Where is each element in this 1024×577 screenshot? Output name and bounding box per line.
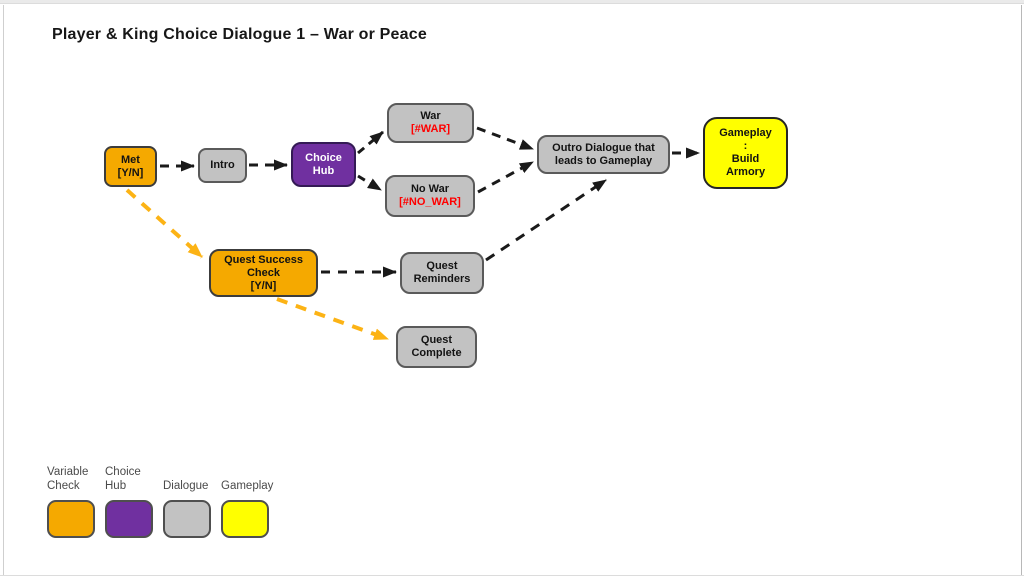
node-label: Outro Dialogue that [552,141,655,154]
node-label: Quest Success [224,253,303,266]
edge-quest-success-to-quest-complete [276,297,389,341]
legend-label-line: Variable [47,466,89,478]
node-label: War [420,110,441,122]
edge-no-war-to-outro [477,160,534,194]
node-label: Armory [725,166,766,178]
legend-label-line: Check [47,480,80,492]
node-label: Gameplay [719,127,772,139]
edge-choice-hub-to-no-war [357,174,382,192]
edge-met-to-quest-success [125,188,204,259]
legend-swatch-variable-check [47,500,95,538]
legend: Variable Check Choice Hub Dialogue Gamep… [47,462,274,538]
node-label: Build [731,153,760,165]
diagram-title: Player & King Choice Dialogue 1 – War or… [52,26,427,43]
node-label: Intro [210,159,235,171]
node-label: Hub [312,164,335,177]
legend-label-line: Hub [105,480,127,492]
legend-label: Choice Hub [105,462,153,493]
node-label: No War [410,183,450,195]
node-label: Quest [426,260,458,272]
node-outro-dialogue: Outro Dialogue that leads to Gameplay [537,135,670,174]
node-variable-tag: [#WAR] [410,123,451,135]
window-left-border [3,5,4,575]
node-no-war: No War [#NO_WAR] [385,175,475,217]
legend-item-dialogue: Dialogue [163,462,211,538]
node-label: Quest [420,334,453,346]
legend-item-gameplay: Gameplay [221,462,274,538]
node-variable-tag: [#NO_WAR] [399,196,461,208]
node-label: Met [121,153,140,166]
window-bottom-border [0,575,1024,576]
node-label: leads to Gameplay [554,154,653,167]
edge-war-to-outro [476,126,534,151]
window-top-strip [0,0,1024,4]
node-intro: Intro [198,148,247,183]
legend-swatch-dialogue [163,500,211,538]
legend-label: Gameplay [221,462,274,493]
node-choice-hub: Choice Hub [291,142,356,187]
edge-quest-reminders-to-outro [485,178,607,262]
legend-label: Dialogue [163,462,211,493]
legend-label: Variable Check [47,462,95,493]
node-gameplay-build-armory: Gameplay : Build Armory [703,117,788,189]
legend-label-line: Gameplay [221,480,274,492]
edge-choice-hub-to-war [357,130,384,155]
node-label: Complete [411,347,462,359]
legend-swatch-gameplay [221,500,269,538]
node-label: [Y/N] [117,166,144,179]
node-met-check: Met [Y/N] [104,146,157,187]
legend-item-variable-check: Variable Check [47,462,95,538]
node-label: Check [246,266,281,279]
node-quest-reminders: Quest Reminders [400,252,484,294]
node-label: [Y/N] [250,279,277,292]
node-quest-complete: Quest Complete [396,326,477,368]
node-war: War [#WAR] [387,103,474,143]
node-label: Reminders [413,273,471,285]
legend-label-line: Choice [105,466,141,478]
node-label: : [743,140,748,152]
window-right-border [1021,5,1022,575]
node-label: Choice [305,151,342,164]
legend-label-line: Dialogue [163,480,209,492]
legend-item-choice-hub: Choice Hub [105,462,153,538]
legend-swatch-choice-hub [105,500,153,538]
node-quest-success-check: Quest Success Check [Y/N] [209,249,318,297]
